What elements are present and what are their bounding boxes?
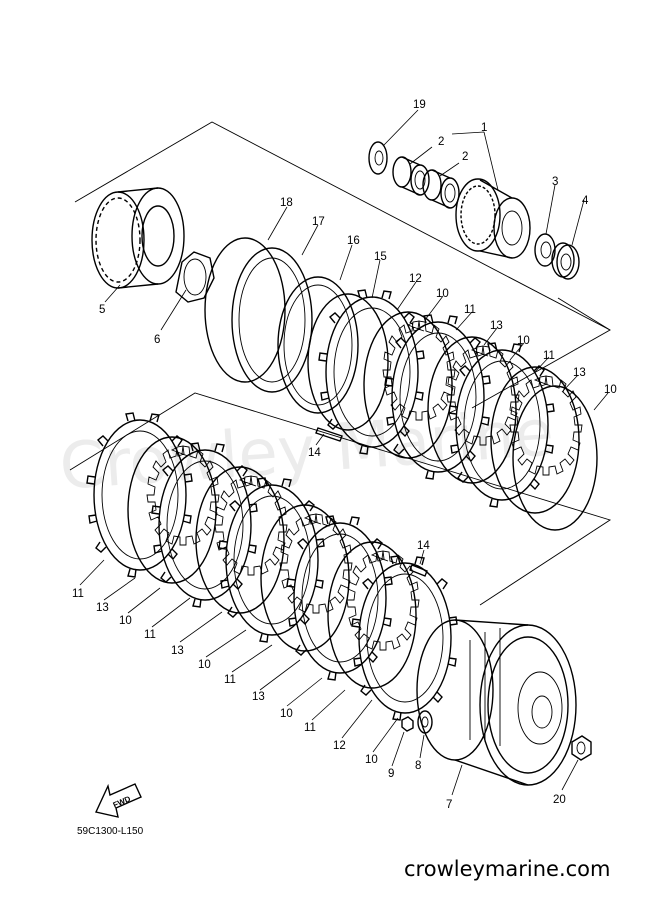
callout-12-lower: 12 — [333, 740, 346, 752]
part-17-cushion-plate — [231, 247, 313, 393]
callout-1: 1 — [481, 122, 487, 134]
part-19-washer — [368, 141, 388, 175]
callout-14-lower: 14 — [417, 540, 430, 552]
callout-12-upper: 12 — [409, 273, 422, 285]
part-6-lock-washer — [175, 251, 215, 303]
plate-10-lower-b — [351, 555, 458, 721]
callout-11-lower-b: 11 — [144, 629, 156, 641]
callout-10-upper-c: 10 — [604, 384, 617, 396]
callout-11-lower-d: 11 — [304, 722, 316, 734]
lower-assembly-outline — [69, 392, 612, 606]
callout-20: 20 — [553, 794, 566, 806]
callout-17: 17 — [312, 216, 325, 228]
part-14-pin-lower — [409, 564, 428, 577]
plate-12-lower — [327, 541, 420, 689]
callout-11-upper-b: 11 — [543, 350, 555, 362]
callout-13-lower-c: 13 — [252, 691, 265, 703]
callout-11-lower-c: 11 — [224, 674, 236, 686]
part-1-primary-driven-gear — [455, 178, 531, 259]
callout-11-lower-a: 11 — [72, 588, 84, 600]
part-9-nut — [401, 716, 414, 732]
fwd-arrow-icon: FWD — [95, 783, 142, 818]
plate-10-upper-b — [512, 385, 598, 531]
callout-11-upper-a: 11 — [464, 304, 476, 316]
upper-assembly-outline-right — [557, 297, 611, 331]
part-3-washer — [534, 233, 556, 267]
leader-lines — [79, 109, 609, 796]
callout-13-upper-a: 13 — [490, 320, 503, 332]
callout-3: 3 — [552, 176, 558, 188]
callout-10-upper-b: 10 — [517, 335, 530, 347]
callout-14-upper: 14 — [308, 447, 321, 459]
part-14-pin-upper — [315, 427, 343, 442]
plate-11-lower-c — [218, 477, 325, 643]
callout-18: 18 — [280, 197, 293, 209]
part-18-circlip — [204, 237, 286, 383]
part-4-spacer — [551, 242, 580, 280]
callout-10-lower-b: 10 — [198, 659, 211, 671]
diagram-code: 59C1300-L150 — [77, 826, 144, 837]
callout-10-upper-a: 10 — [436, 288, 449, 300]
callout-10-lower-a: 10 — [119, 615, 132, 627]
site-footer: crowleymarine.com — [404, 857, 610, 881]
part-20-nut — [571, 735, 592, 761]
callout-13-upper-b: 13 — [573, 367, 586, 379]
callout-13-lower-a: 13 — [96, 602, 109, 614]
callout-9: 9 — [388, 768, 394, 780]
callout-2-b: 2 — [462, 151, 468, 163]
callout-10-lower-c: 10 — [280, 708, 293, 720]
callout-13-lower-b: 13 — [171, 645, 184, 657]
callout-15: 15 — [374, 251, 387, 263]
part-7-clutch-housing — [416, 619, 577, 786]
part-5-clutch-boss — [91, 187, 185, 289]
callout-5: 5 — [99, 304, 105, 316]
callout-19: 19 — [413, 99, 426, 111]
callout-6: 6 — [154, 334, 160, 346]
upper-assembly-outline — [74, 121, 611, 409]
callout-10-lower-d: 10 — [365, 754, 378, 766]
fwd-label: FWD — [112, 794, 133, 810]
part-15-seat-plate — [307, 293, 389, 431]
callout-16: 16 — [347, 235, 360, 247]
part-2-needle-bearing-b — [422, 169, 460, 209]
callout-8: 8 — [415, 760, 421, 772]
callout-2-a: 2 — [438, 136, 444, 148]
part-8-spacer — [417, 710, 433, 734]
callout-7: 7 — [446, 799, 452, 811]
part-16-diaphragm-spring — [277, 276, 359, 414]
callout-4: 4 — [582, 195, 589, 207]
part-2-needle-bearing-a — [392, 156, 430, 196]
